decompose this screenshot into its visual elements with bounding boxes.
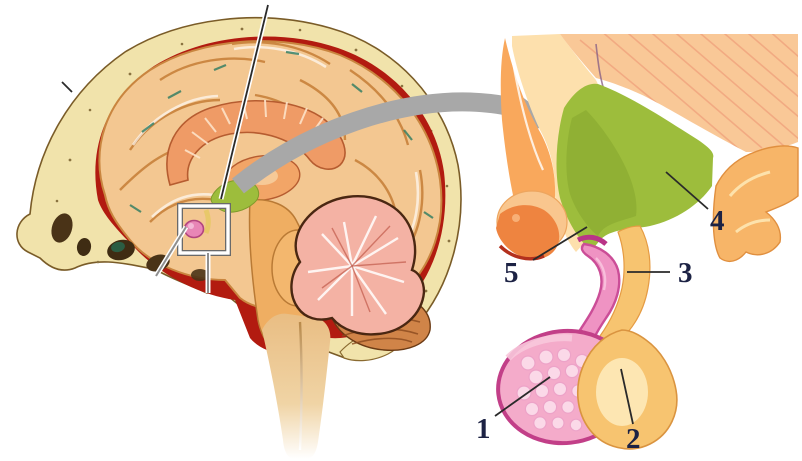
skull-tick-mark <box>61 81 73 93</box>
inset-and-leaders <box>61 4 271 293</box>
leader-line-diagonal <box>155 226 187 277</box>
leader-line-1 <box>494 376 551 417</box>
leader-line-5 <box>532 226 588 261</box>
pituitary-enlarged-view <box>496 34 799 450</box>
leader-line-4 <box>665 171 709 210</box>
hypothalamic-tissue <box>560 34 798 152</box>
posterior-pituitary <box>576 329 678 450</box>
anterior-wall-highlight <box>511 61 544 171</box>
spinal-cord <box>262 313 331 459</box>
sagittal-brain-overview <box>16 16 462 459</box>
cerebellum <box>290 195 431 351</box>
leader-line-2 <box>620 368 634 425</box>
leader-line-top <box>220 4 269 200</box>
inset-box <box>178 204 230 255</box>
label-5: 5 <box>504 257 519 289</box>
label-2: 2 <box>626 423 641 455</box>
hypothalamus-enlarged <box>556 83 714 250</box>
sphenoid-bone-folds <box>712 145 799 263</box>
pituitary-stalk-overview <box>203 209 211 234</box>
cerebellum-arbor <box>307 215 407 316</box>
tissue-striations <box>579 34 798 152</box>
label-3: 3 <box>678 257 693 289</box>
label-1: 1 <box>476 413 491 445</box>
optic-chiasm <box>496 190 568 261</box>
label-4: 4 <box>710 205 725 237</box>
number-labels: 1 2 3 4 5 <box>476 171 725 455</box>
